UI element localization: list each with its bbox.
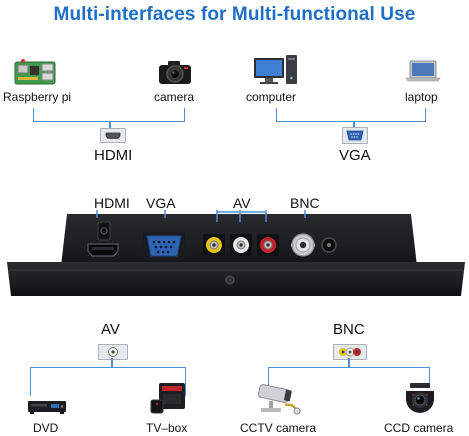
bnc-connector-line (268, 367, 430, 388)
tv-box-icon (150, 382, 190, 414)
laptop-icon (405, 59, 441, 83)
av-connector-line (30, 367, 186, 396)
panel-label-av: AV (233, 195, 251, 211)
vga-connector-stem (353, 121, 355, 128)
ccd-dome-camera-icon (402, 383, 438, 415)
camera-label: camera (154, 90, 195, 104)
bnc-connector-stem (348, 358, 350, 368)
hdmi-port-icon (100, 128, 126, 143)
av-connector-stem (111, 358, 113, 368)
dvd-player-icon (27, 399, 67, 415)
panel-av-white-jack (230, 234, 252, 256)
desktop-computer-icon (253, 54, 299, 86)
hdmi-connector-stem (109, 121, 111, 128)
ccd-camera-label: CCD camera (384, 421, 454, 435)
page-title: Multi-interfaces for Multi-functional Us… (53, 4, 416, 25)
panel-label-bnc: BNC (290, 195, 320, 211)
panel-label-vga: VGA (146, 195, 176, 211)
vga-port-icon (342, 127, 368, 144)
panel-audio-jack (96, 220, 112, 242)
vga-label: VGA (339, 147, 371, 164)
cctv-camera-label: CCTV camera (240, 421, 317, 435)
hdmi-label: HDMI (94, 147, 133, 164)
hdmi-connector-line (33, 108, 185, 122)
computer-label: computer (246, 90, 297, 104)
dvd-label: DVD (33, 421, 59, 435)
cctv-camera-icon (255, 381, 303, 415)
raspberry-pi-label: Raspberry pi (3, 90, 72, 104)
tv-box-label: TV–box (146, 421, 188, 435)
av-label: AV (101, 321, 120, 338)
panel-hdmi-port (86, 242, 120, 258)
panel-av-red-jack (257, 234, 279, 256)
panel-label-hdmi: HDMI (94, 195, 130, 211)
av-rca-port-icon (98, 344, 128, 360)
bnc-rca-port-icon (333, 344, 367, 360)
dslr-camera-icon (157, 58, 193, 86)
panel-av-yellow-jack (203, 234, 225, 256)
bnc-label: BNC (333, 321, 365, 338)
panel-vga-port (143, 232, 185, 260)
laptop-label: laptop (405, 90, 438, 104)
raspberry-pi-board-icon (14, 58, 58, 86)
panel-dc-power-jack (320, 236, 338, 254)
vga-connector-line (276, 108, 426, 122)
panel-bnc-connector (290, 232, 316, 258)
